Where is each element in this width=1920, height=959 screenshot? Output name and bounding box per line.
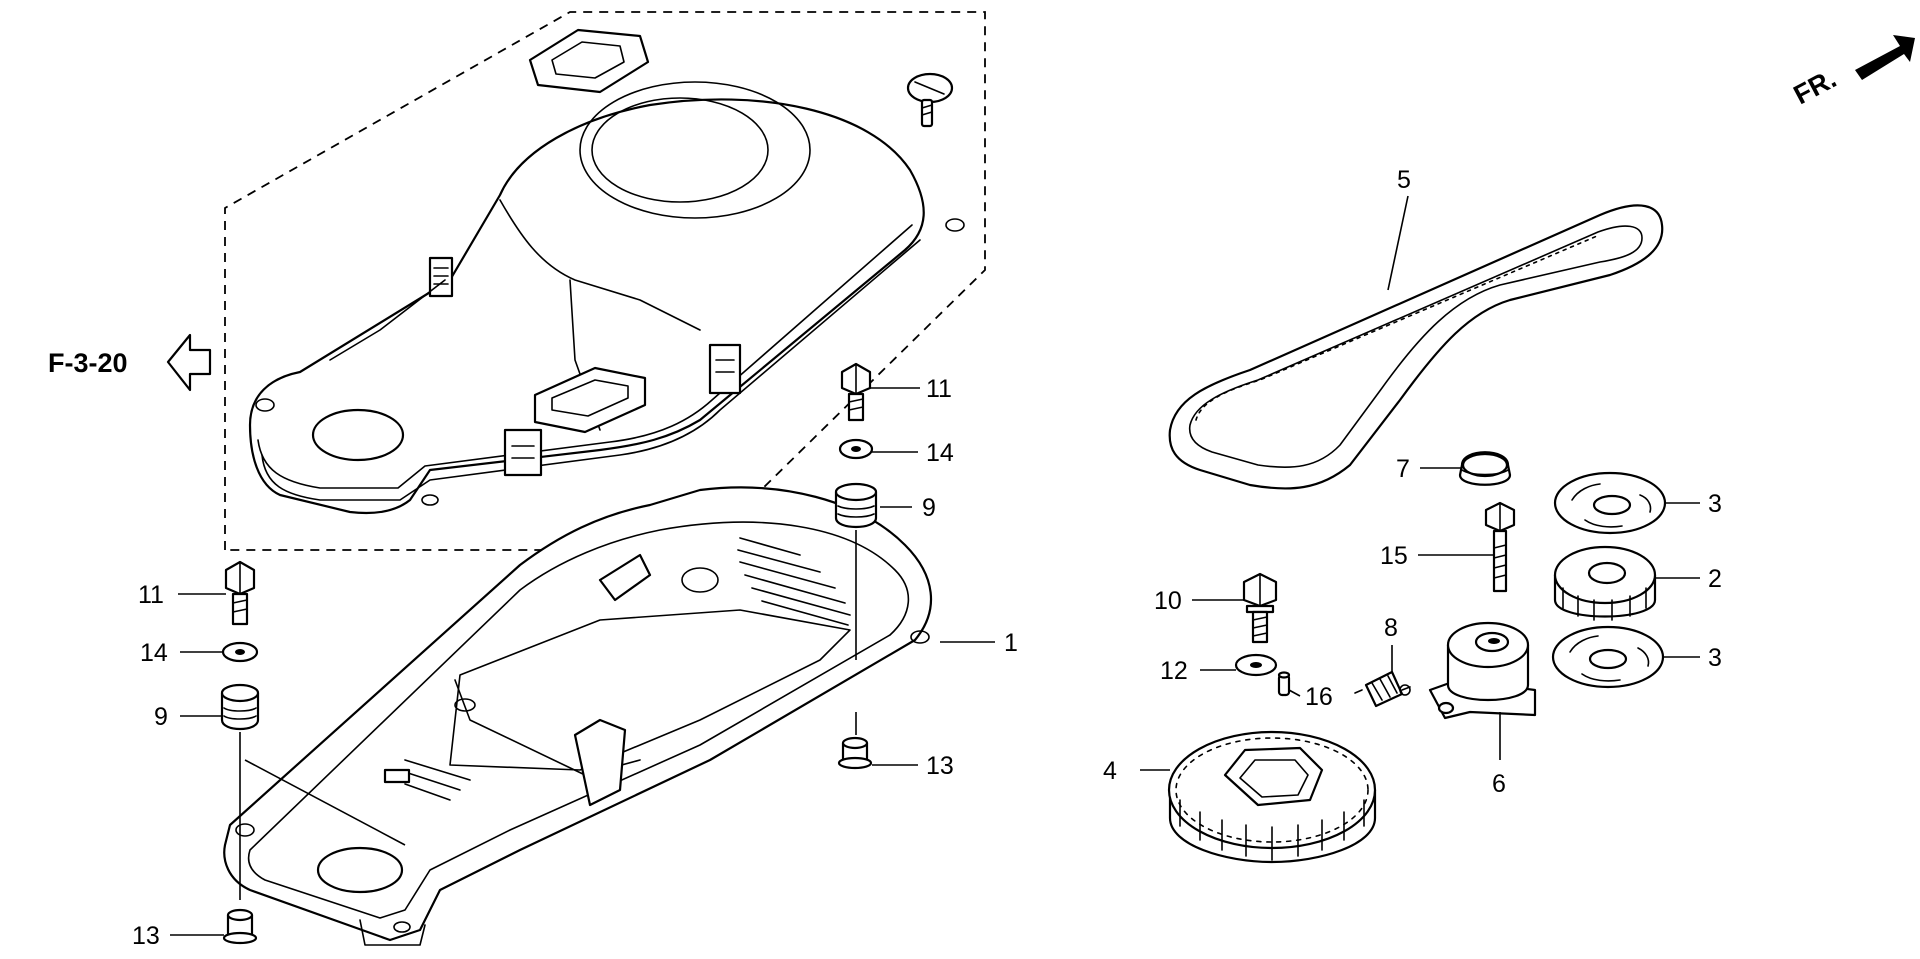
- reference-label: F-3-20: [48, 348, 128, 378]
- grommet-center: [834, 482, 878, 529]
- callout-7: 7: [1396, 455, 1410, 483]
- tensioner-spring: [1354, 670, 1411, 708]
- lower-cover-mount-hole: [235, 823, 255, 837]
- callout-2: 2: [1708, 565, 1722, 593]
- cover-seal-grommet-inner: [551, 41, 625, 79]
- upper-cover-ridge: [499, 199, 701, 331]
- upper-cover-dome-inner: [591, 97, 769, 203]
- pulley-flange-lower: [1551, 625, 1665, 689]
- bolt-left: [224, 560, 256, 626]
- reference-arrow: F-3-20: [48, 333, 212, 392]
- lower-cover-fin: [598, 553, 652, 602]
- callout-6: 6: [1492, 770, 1506, 798]
- upper-cover-assembly: [224, 11, 986, 551]
- upper-cover-mount-hole: [421, 494, 439, 506]
- wire-clip: [428, 256, 454, 298]
- callout-9-left: 9: [154, 703, 168, 731]
- callout-4: 4: [1103, 757, 1117, 785]
- pulley-flange-upper: [1553, 471, 1667, 535]
- timing-belt: [1168, 204, 1664, 490]
- callout-14-center: 14: [926, 439, 954, 467]
- upper-cover-mount-hole: [945, 218, 965, 232]
- wire-clip: [503, 428, 543, 477]
- lower-cover-pulley-hole: [316, 846, 404, 894]
- callout-16: 16: [1305, 683, 1333, 711]
- callout-8: 8: [1384, 614, 1398, 642]
- lower-cover-grommet-seat: [681, 567, 719, 593]
- upper-cover-body: [248, 98, 925, 515]
- callout-3-upper: 3: [1708, 490, 1722, 518]
- callout-13-center: 13: [926, 752, 954, 780]
- inspection-window: [533, 366, 647, 434]
- callout-5: 5: [1397, 166, 1411, 194]
- washer-center: [838, 438, 874, 460]
- leader-lines: [170, 195, 1700, 936]
- collar-center: [837, 736, 873, 770]
- callout-15: 15: [1380, 542, 1408, 570]
- cover-screw: [906, 72, 954, 128]
- crankshaft-pulley: [1553, 545, 1657, 621]
- lower-cover-body: [223, 486, 933, 942]
- cover-wire-route: [329, 279, 446, 361]
- bolt-15: [1484, 501, 1516, 593]
- lower-cover-vent-slots: [383, 537, 851, 801]
- callout-12: 12: [1160, 657, 1188, 685]
- bolt-center: [840, 362, 872, 422]
- upper-cover-mount-hole: [255, 398, 275, 412]
- front-direction-indicator: FR.: [1789, 35, 1915, 110]
- callout-10: 10: [1154, 587, 1182, 615]
- front-label: FR.: [1789, 63, 1841, 110]
- cam-pulley-tooth-marks: [1179, 799, 1365, 861]
- timing-belt-inner: [1188, 225, 1643, 469]
- callout-3-lower: 3: [1708, 644, 1722, 672]
- cover-seal-grommet: [528, 28, 650, 94]
- tensioner-roller-hole: [1488, 638, 1500, 644]
- lower-cover-inner-floor: [449, 609, 851, 771]
- bolt-10: [1242, 572, 1278, 644]
- grommet-left: [220, 683, 260, 731]
- lower-cover-mount-hole: [910, 630, 930, 644]
- lower-cover-mount-hole: [393, 921, 411, 933]
- cap-7: [1458, 451, 1512, 486]
- callout-11-left: 11: [138, 581, 164, 609]
- collar-left: [222, 908, 258, 945]
- timing-belt-outer: [1168, 204, 1664, 490]
- lower-cover-mount-hole: [454, 698, 476, 712]
- washer-12: [1234, 653, 1278, 677]
- callout-1: 1: [1004, 629, 1018, 657]
- wire-clip: [708, 343, 742, 395]
- cam-pulley-teeth-ring: [1175, 737, 1369, 843]
- washer-left: [221, 641, 259, 663]
- callout-14-left: 14: [140, 639, 168, 667]
- tensioner-arm-hole: [1437, 701, 1455, 715]
- assembly-line: [244, 759, 406, 846]
- lower-cover: [223, 486, 933, 946]
- callout-13-left: 13: [132, 922, 160, 950]
- reference-arrow-icon: [166, 333, 212, 392]
- callout-numbers: 1 2 3 3 4 5 6 7 8 9 9 10 11 11 12 13 13 …: [132, 166, 1722, 950]
- lower-cover-fin: [573, 718, 627, 807]
- upper-cover-top-dome: [579, 81, 811, 219]
- timing-belt-teeth: [1195, 235, 1598, 421]
- callout-11-center: 11: [926, 375, 952, 403]
- front-arrow-icon: [1855, 35, 1915, 80]
- upper-cover-pulley-boss: [311, 408, 405, 462]
- belt-tensioner: [1428, 621, 1537, 720]
- lower-cover-inner-rim: [247, 521, 910, 919]
- cam-pulley-hex-inner: [1239, 759, 1309, 798]
- callout-9-center: 9: [922, 494, 936, 522]
- dowel-pin: [1277, 671, 1291, 697]
- lower-cover-mount-lug: [359, 919, 426, 946]
- cam-pulley: [1167, 730, 1377, 864]
